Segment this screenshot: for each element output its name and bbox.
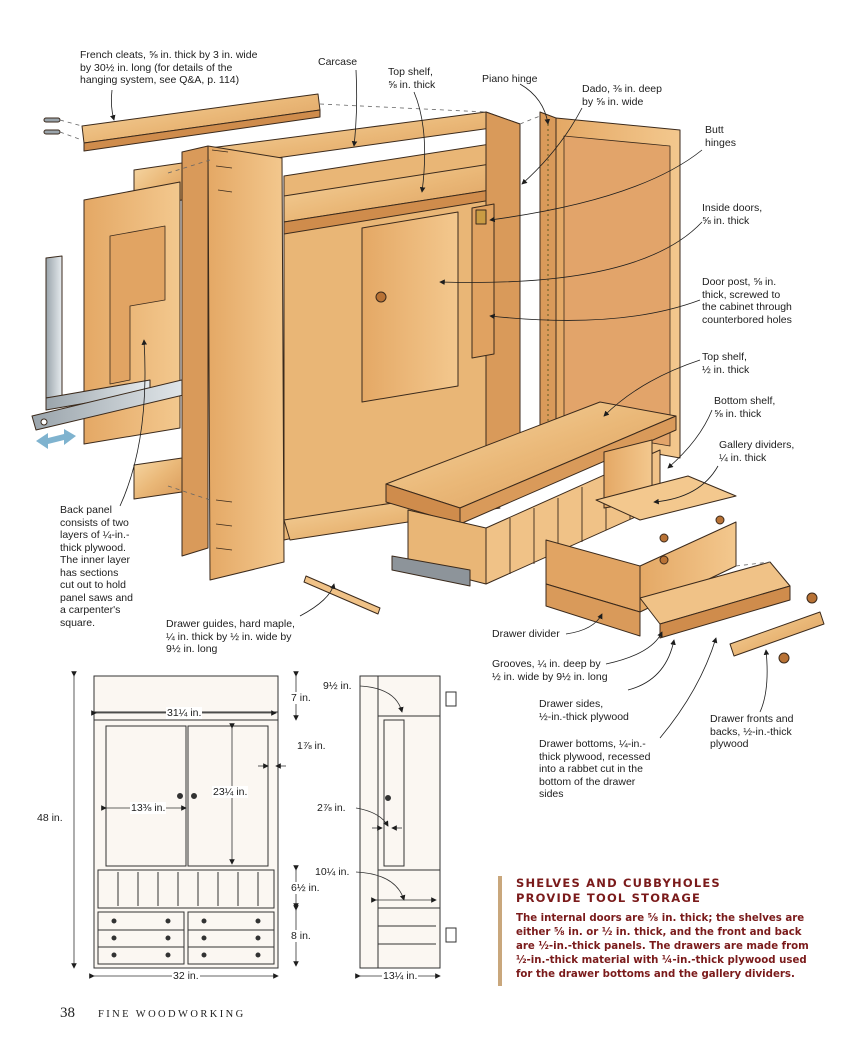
drawers — [545, 475, 825, 664]
dim-gallery-height: 6½ in. — [290, 882, 321, 894]
callout-carcase: Carcase — [318, 56, 358, 68]
drawer-guide — [303, 575, 381, 615]
callout-dado: Dado, ⅜ in. deep by ⅝ in. wide — [582, 83, 662, 108]
butt-hinge-icon — [475, 209, 487, 225]
cleat-block-lower — [133, 457, 183, 500]
dim-overall-width: 32 in. — [172, 970, 200, 982]
callout-bottom-shelf: Bottom shelf, ⅝ in. thick — [714, 395, 776, 420]
assembly-lines — [59, 103, 771, 567]
dim-side-2-7-8: 2⅞ in. — [316, 802, 347, 814]
callout-gallery-dividers: Gallery dividers, ¼ in. thick — [719, 439, 795, 464]
side-elevation — [359, 675, 457, 969]
callout-drawer-fronts: Drawer fronts and backs, ½-in.-thick ply… — [710, 713, 794, 750]
carcase-side-left — [207, 145, 285, 581]
callout-inside-doors: Inside doors, ⅝ in. thick — [702, 202, 763, 227]
page-number: 38 — [60, 1005, 75, 1021]
sidebar-note: SHELVES AND CUBBYHOLES PROVIDE TOOL STOR… — [498, 876, 816, 986]
callout-french-cleats: French cleats, ⅝ in. thick by 3 in. wide… — [80, 49, 258, 86]
dim-door-gap: 1⅞ in. — [296, 740, 327, 752]
door-post — [471, 203, 495, 359]
callout-drawer-divider: Drawer divider — [492, 628, 560, 640]
dim-height-48: 48 in. — [36, 812, 64, 824]
gallery — [385, 401, 677, 587]
callout-grooves: Grooves, ¼ in. deep by ½ in. wide by 9½ … — [492, 658, 608, 683]
leader-lines — [109, 69, 770, 739]
dim-inner-width: 31¼ in. — [166, 707, 203, 719]
dim-door-width: 13⅜ in. — [130, 802, 167, 814]
dim-drawer-height: 8 in. — [290, 930, 312, 942]
slide-arrow — [36, 429, 76, 449]
sidebar-body: The internal doors are ⅝ in. thick; the … — [516, 913, 809, 980]
french-cleat-top — [81, 93, 321, 152]
callout-drawer-guides: Drawer guides, hard maple, ¼ in. thick b… — [166, 618, 295, 655]
callout-drawer-sides: Drawer sides, ½-in.-thick plywood — [539, 698, 629, 723]
front-elevation — [93, 675, 279, 969]
callout-door-post: Door post, ⅝ in. thick, screwed to the c… — [702, 276, 792, 326]
magazine-name: FINE WOODWORKING — [98, 1009, 246, 1020]
callout-butt-hinges: Butt hinges — [705, 124, 736, 149]
dim-door-height: 23¼ in. — [212, 786, 249, 798]
carpenters-square — [45, 255, 151, 411]
dim-side-9-5: 9½ in. — [322, 680, 353, 692]
carcase-side-left-back — [181, 145, 209, 557]
dim-side-10-25: 10¼ in. — [314, 866, 351, 878]
side-dimension-lines — [355, 685, 441, 979]
callout-piano-hinge: Piano hinge — [482, 73, 538, 85]
sidebar-title-line2: PROVIDE TOOL STORAGE — [516, 891, 702, 905]
callout-top-shelf-upper: Top shelf, ⅝ in. thick — [388, 66, 436, 91]
inside-door — [361, 211, 459, 403]
dim-top-7: 7 in. — [290, 692, 312, 704]
sidebar-title-line1: SHELVES AND CUBBYHOLES — [516, 876, 721, 890]
dim-side-depth: 13¼ in. — [382, 970, 419, 982]
callout-back-panel: Back panel consists of two layers of ¼-i… — [60, 504, 133, 629]
callout-top-shelf-lower: Top shelf, ½ in. thick — [702, 351, 750, 376]
exploded-view — [31, 93, 825, 664]
callout-drawer-bottoms: Drawer bottoms, ¼-in.- thick plywood, re… — [539, 738, 651, 800]
back-panel — [83, 181, 181, 445]
right-door — [539, 111, 681, 459]
